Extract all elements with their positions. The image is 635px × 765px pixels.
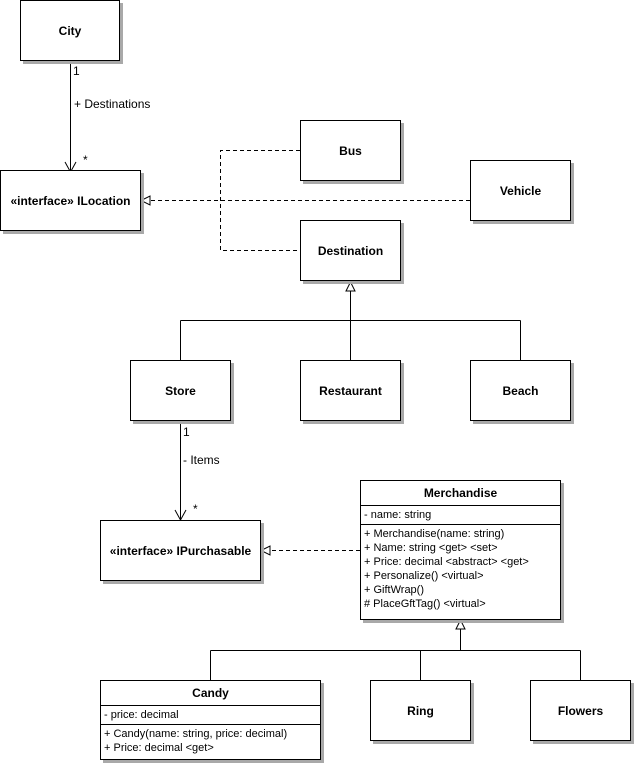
merchandise-attribute: - name: string xyxy=(364,509,432,521)
class-restaurant[interactable]: Restaurant xyxy=(300,360,401,421)
class-ring-label: Ring xyxy=(407,703,434,718)
class-destination-label: Destination xyxy=(317,243,384,258)
destinations-role-label: + Destinations xyxy=(74,97,151,111)
interface-ipurchasable-label: «interface» IPurchasable xyxy=(109,543,252,558)
class-flowers-label: Flowers xyxy=(557,703,604,718)
ipurchasable-multiplicity: * xyxy=(193,502,198,516)
merchandise-operation: # PlaceGftTag() <virtual> xyxy=(364,598,486,610)
class-restaurant-label: Restaurant xyxy=(319,383,382,398)
class-city[interactable]: City xyxy=(20,0,120,61)
class-store[interactable]: Store xyxy=(130,360,231,421)
class-destination[interactable]: Destination xyxy=(300,220,401,281)
interface-ipurchasable[interactable]: «interface» IPurchasable xyxy=(100,520,261,581)
generalization-arrowhead-destination xyxy=(345,280,356,292)
class-merchandise[interactable]: Merchandise - name: string + Merchandise… xyxy=(360,480,561,620)
candy-operations: + Candy(name: string, price: decimal) + … xyxy=(101,724,320,757)
interface-ilocation[interactable]: «interface» ILocation xyxy=(0,170,141,231)
realization-arrowhead-ilocation xyxy=(139,195,151,206)
class-bus-label: Bus xyxy=(339,143,362,158)
merchandise-operation: + GiftWrap() xyxy=(364,584,425,596)
class-ring[interactable]: Ring xyxy=(370,680,471,741)
class-store-label: Store xyxy=(165,383,196,398)
generalization-arrowhead-merchandise xyxy=(455,618,466,630)
realization-bus-destination xyxy=(220,150,300,251)
class-beach-label: Beach xyxy=(502,383,539,398)
merchandise-operations: + Merchandise(name: string) + Name: stri… xyxy=(361,524,560,613)
candy-operation: + Price: decimal <get> xyxy=(104,742,214,754)
class-candy[interactable]: Candy - price: decimal + Candy(name: str… xyxy=(100,680,321,760)
class-vehicle[interactable]: Vehicle xyxy=(470,160,571,221)
merchandise-attributes: - name: string xyxy=(361,506,560,524)
realization-arrowhead-ipurchasable xyxy=(259,545,271,556)
merchandise-operation: + Price: decimal <abstract> <get> xyxy=(364,556,529,568)
class-city-label: City xyxy=(58,23,82,38)
store-multiplicity: 1 xyxy=(183,425,190,439)
ilocation-multiplicity: * xyxy=(83,153,88,167)
class-merchandise-title: Merchandise xyxy=(361,481,560,506)
merchandise-operation: + Personalize() <virtual> xyxy=(364,570,484,582)
candy-attributes: - price: decimal xyxy=(101,706,320,724)
class-beach[interactable]: Beach xyxy=(470,360,571,421)
candy-operation: + Candy(name: string, price: decimal) xyxy=(104,728,288,740)
class-bus[interactable]: Bus xyxy=(300,120,401,181)
city-multiplicity: 1 xyxy=(73,64,80,78)
class-vehicle-label: Vehicle xyxy=(499,183,542,198)
items-role-label: - Items xyxy=(183,453,220,467)
class-flowers[interactable]: Flowers xyxy=(530,680,631,741)
candy-attribute: - price: decimal xyxy=(104,709,179,721)
merchandise-operation: + Merchandise(name: string) xyxy=(364,528,505,540)
interface-ilocation-label: «interface» ILocation xyxy=(10,193,131,208)
merchandise-operation: + Name: string <get> <set> xyxy=(364,542,498,554)
class-candy-title: Candy xyxy=(101,681,320,706)
